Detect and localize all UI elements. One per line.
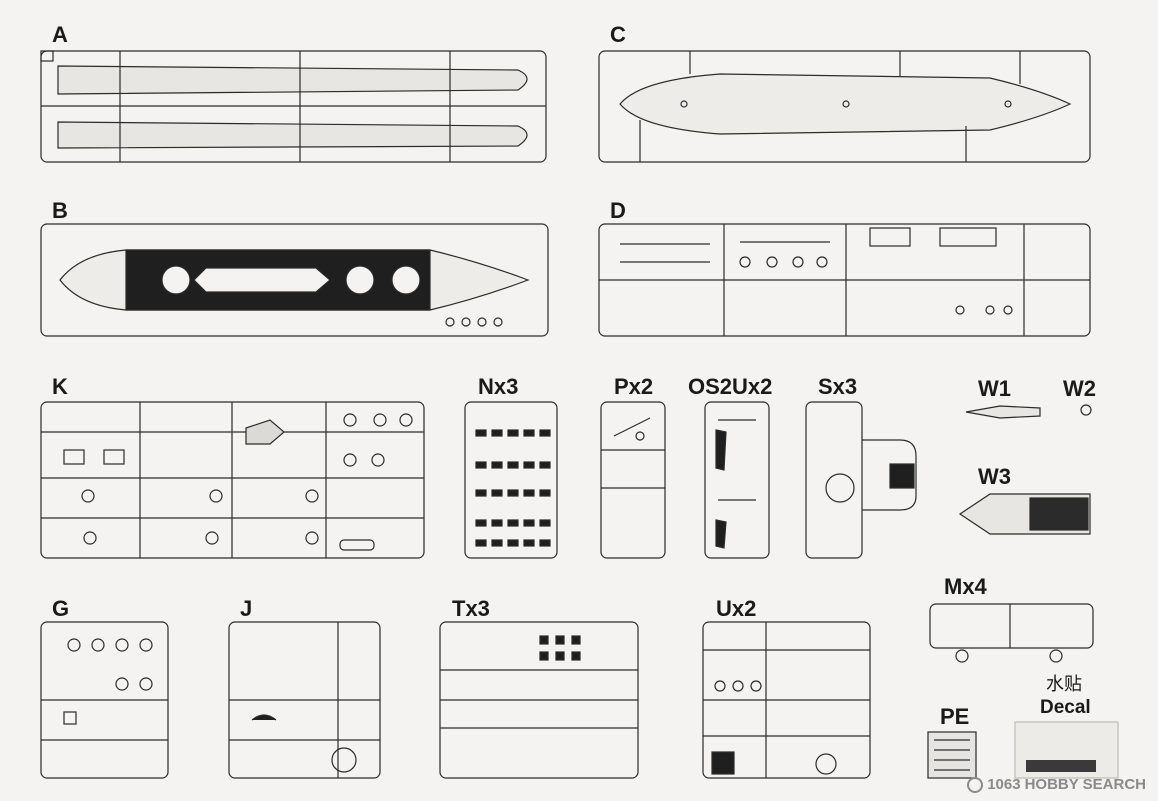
decal-cn-label: 水贴 [1046, 674, 1082, 695]
sprue-s-label: Sx3 [818, 374, 858, 399]
sprue-n-label: Nx3 [478, 374, 519, 399]
sprue-t-label: Tx3 [452, 596, 490, 621]
sprue-p-label: Px2 [614, 374, 654, 399]
sprue-a-label: A [52, 22, 68, 47]
part-w3 [958, 493, 1091, 535]
sprue-n [464, 401, 558, 559]
sprue-d-label: D [610, 198, 626, 223]
sprue-s [805, 401, 917, 559]
part-w1 [965, 405, 1041, 419]
sprue-p [600, 401, 666, 559]
pe-fret [927, 731, 977, 779]
part-w2 [1080, 404, 1092, 416]
part-w2-label: W2 [1063, 376, 1096, 401]
sprue-k-label: K [52, 374, 68, 399]
sprue-j-label: J [240, 596, 253, 621]
watermark: 1063 HOBBY SEARCH [967, 776, 1146, 793]
watermark-text: HOBBY SEARCH [1024, 776, 1146, 793]
pe-label: PE [940, 704, 970, 729]
sprue-j [228, 621, 381, 779]
sprue-t [439, 621, 639, 779]
sprue-a [40, 50, 547, 163]
sprue-u [702, 621, 871, 779]
sprue-u-label: Ux2 [716, 596, 757, 621]
sprue-os2u-label: OS2Ux2 [688, 374, 773, 399]
sprue-os2u [704, 401, 770, 559]
sprue-k [40, 401, 425, 559]
sprue-g [40, 621, 169, 779]
sprue-d [598, 223, 1091, 337]
sprue-b [40, 223, 549, 337]
sprue-g-label: G [52, 596, 70, 621]
hobbysearch-logo-icon [967, 776, 984, 793]
sprue-m-label: Mx4 [944, 574, 987, 599]
sprue-m [929, 603, 1094, 663]
sprue-c-label: C [610, 22, 626, 47]
sprue-b-label: B [52, 198, 68, 223]
watermark-brand: 1063 [987, 776, 1021, 793]
decal-sheet [1014, 721, 1119, 779]
decal-label: Decal [1040, 697, 1091, 718]
sprue-c [598, 50, 1091, 163]
part-w3-label: W3 [978, 464, 1011, 489]
part-w1-label: W1 [978, 376, 1011, 401]
